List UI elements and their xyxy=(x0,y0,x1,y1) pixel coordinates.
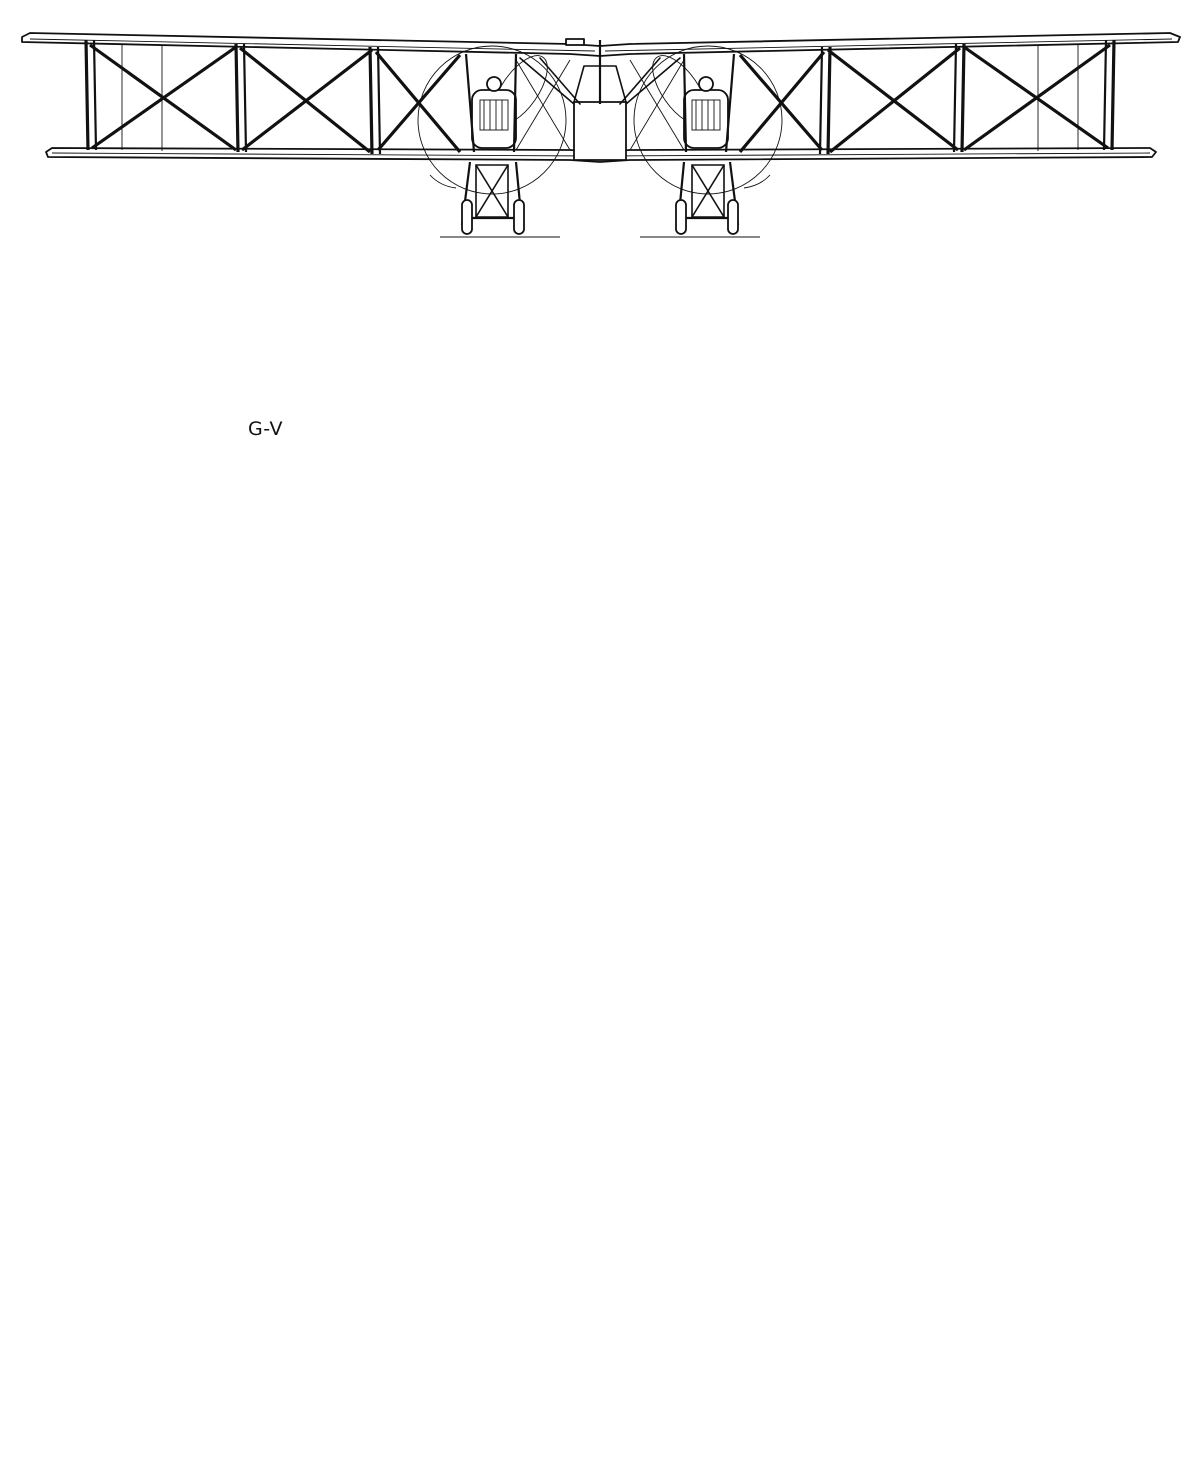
aircraft-designation-label: G-V xyxy=(248,418,283,440)
front-view xyxy=(21,32,1181,238)
